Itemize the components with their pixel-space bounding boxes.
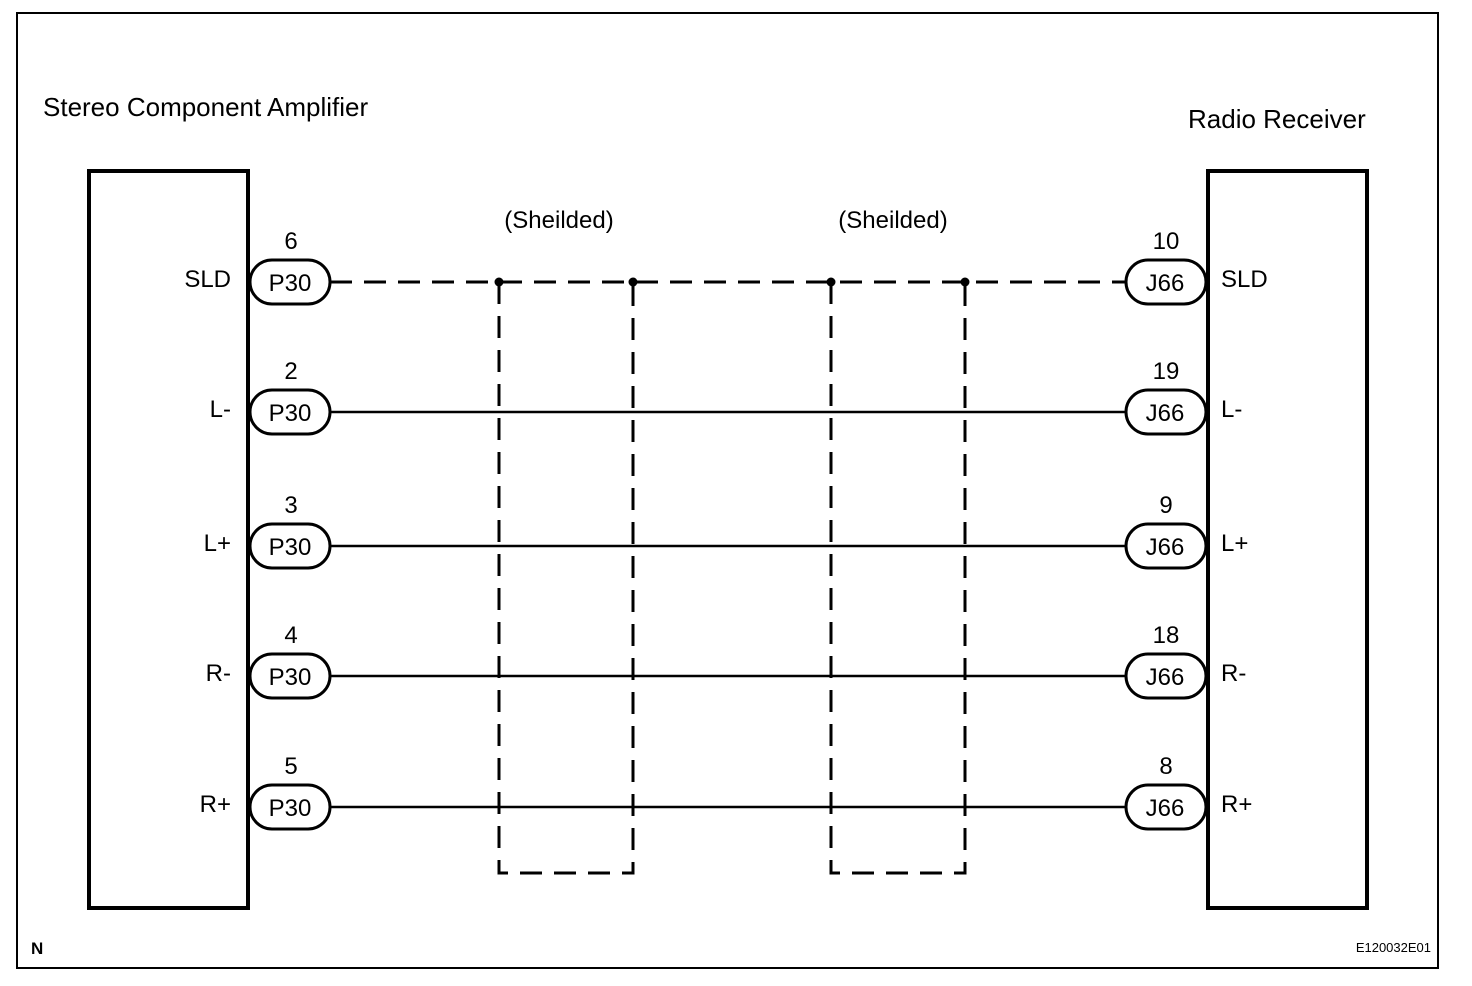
right-signal-label: SLD — [1221, 266, 1268, 293]
left-signal-label: SLD — [184, 266, 231, 293]
left-signal-label: L+ — [204, 530, 231, 557]
right-signal-label: R+ — [1221, 791, 1252, 818]
left-connector-pill — [248, 258, 332, 306]
shield-label-1: (Sheilded) — [504, 207, 613, 234]
left-connector-pill — [248, 388, 332, 436]
left-component-title: Stereo Component Amplifier — [43, 92, 369, 122]
right-connector-label: J66 — [1146, 534, 1185, 561]
left-connector-label: P30 — [269, 270, 312, 297]
right-pin-number: 8 — [1159, 753, 1172, 780]
left-connector-label: P30 — [269, 534, 312, 561]
left-pin-number: 2 — [284, 358, 297, 385]
corner-mark: N — [31, 939, 43, 958]
left-connector-pill — [248, 522, 332, 570]
left-connector-label: P30 — [269, 400, 312, 427]
right-pin-number: 19 — [1153, 358, 1180, 385]
right-connector-pill — [1124, 258, 1208, 306]
right-connector-pill — [1124, 652, 1208, 700]
left-connector-pill — [248, 783, 332, 831]
stereo-component-amplifier-box — [87, 169, 250, 910]
left-connector-label: P30 — [269, 795, 312, 822]
right-component-title: Radio Receiver — [1188, 104, 1366, 134]
shield-junction-dot — [494, 277, 504, 287]
right-connector-label: J66 — [1146, 664, 1185, 691]
left-connector-pill — [248, 652, 332, 700]
left-signal-label: R+ — [200, 791, 231, 818]
shield-enclosure-2 — [829, 282, 967, 875]
shield-enclosure-1 — [497, 282, 635, 875]
left-pin-number: 3 — [284, 492, 297, 519]
right-pin-number: 18 — [1153, 622, 1180, 649]
shield-junction-dot — [960, 277, 970, 287]
left-signal-label: R- — [206, 660, 231, 687]
figure-code: E120032E01 — [1356, 940, 1431, 955]
diagram-frame — [16, 12, 1439, 969]
left-pin-number: 6 — [284, 228, 297, 255]
left-pin-number: 5 — [284, 753, 297, 780]
shield-label-2: (Sheilded) — [838, 207, 947, 234]
left-signal-label: L- — [210, 396, 231, 423]
radio-receiver-box — [1206, 169, 1369, 910]
right-connector-pill — [1124, 783, 1208, 831]
right-connector-label: J66 — [1146, 795, 1185, 822]
right-connector-pill — [1124, 388, 1208, 436]
right-signal-label: L- — [1221, 396, 1242, 423]
right-connector-label: J66 — [1146, 400, 1185, 427]
right-connector-pill — [1124, 522, 1208, 570]
right-signal-label: L+ — [1221, 530, 1248, 557]
right-signal-label: R- — [1221, 660, 1246, 687]
right-pin-number: 10 — [1153, 228, 1180, 255]
left-connector-label: P30 — [269, 664, 312, 691]
shield-junction-dot — [628, 277, 638, 287]
right-connector-label: J66 — [1146, 270, 1185, 297]
right-pin-number: 9 — [1159, 492, 1172, 519]
shield-junction-dot — [826, 277, 836, 287]
left-pin-number: 4 — [284, 622, 297, 649]
